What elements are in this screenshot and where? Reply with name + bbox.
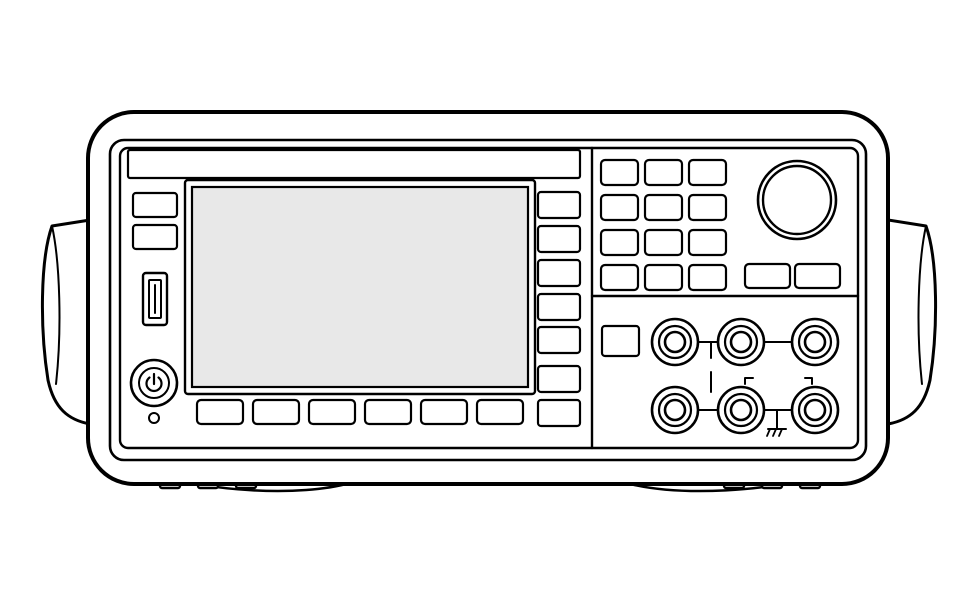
softkey-bottom-5[interactable] [419, 398, 469, 426]
bnc-jack-5[interactable] [716, 385, 766, 435]
softkey-right-1[interactable] [536, 190, 582, 220]
keypad-key-r2c3[interactable] [687, 193, 728, 222]
numeric-keypad [599, 158, 728, 292]
right-bumper-inner [917, 225, 927, 385]
rotary-knob-icon[interactable] [756, 159, 838, 241]
keypad-key-r4c3[interactable] [687, 263, 728, 292]
keypad-key-r3c2[interactable] [643, 228, 684, 257]
softkey-bottom-4[interactable] [363, 398, 413, 426]
display-screen [190, 185, 530, 389]
right-bumper [886, 218, 938, 426]
softkey-right-7[interactable] [536, 398, 582, 428]
power-indicator-led [148, 412, 160, 424]
softkey-right-5[interactable] [536, 325, 582, 355]
bnc-jack-1[interactable] [650, 317, 700, 367]
softkey-bottom-6[interactable] [475, 398, 525, 426]
softkey-right-3[interactable] [536, 258, 582, 288]
keypad-key-r1c2[interactable] [643, 158, 684, 187]
keypad-key-r2c2[interactable] [643, 193, 684, 222]
softkey-right-6[interactable] [536, 364, 582, 394]
keypad-key-r1c1[interactable] [599, 158, 640, 187]
bnc-jack-2[interactable] [716, 317, 766, 367]
keypad-key-r4c2[interactable] [643, 263, 684, 292]
softkey-right-4[interactable] [536, 292, 582, 322]
front-panel [118, 146, 860, 450]
keypad-key-r3c1[interactable] [599, 228, 640, 257]
label-strip [126, 148, 582, 180]
bnc-jack-6[interactable] [790, 385, 840, 435]
front-bezel [108, 138, 868, 462]
keypad-key-r1c3[interactable] [687, 158, 728, 187]
unit-key-2[interactable] [793, 262, 842, 290]
softkey-bottom-2[interactable] [251, 398, 301, 426]
softkeys-right [536, 190, 582, 428]
keypad-key-r2c1[interactable] [599, 193, 640, 222]
power-icon [145, 372, 163, 393]
left-bumper-inner [51, 225, 61, 385]
output-jacks [650, 317, 840, 435]
bnc-jack-4[interactable] [650, 385, 700, 435]
trigger-button[interactable] [600, 324, 641, 358]
menu-button-2[interactable] [131, 223, 179, 251]
bnc-jack-3[interactable] [790, 317, 840, 367]
ground-icon [766, 428, 787, 437]
unit-key-1[interactable] [743, 262, 792, 290]
display-frame [183, 178, 537, 396]
softkeys-bottom [195, 398, 525, 426]
usb-port-icon[interactable] [141, 271, 169, 327]
softkey-bottom-1[interactable] [195, 398, 245, 426]
menu-button-1[interactable] [131, 191, 179, 219]
keypad-key-r4c1[interactable] [599, 263, 640, 292]
power-button[interactable] [129, 358, 179, 408]
softkey-right-2[interactable] [536, 224, 582, 254]
softkey-bottom-3[interactable] [307, 398, 357, 426]
keypad-key-r3c3[interactable] [687, 228, 728, 257]
left-bumper [40, 218, 92, 426]
